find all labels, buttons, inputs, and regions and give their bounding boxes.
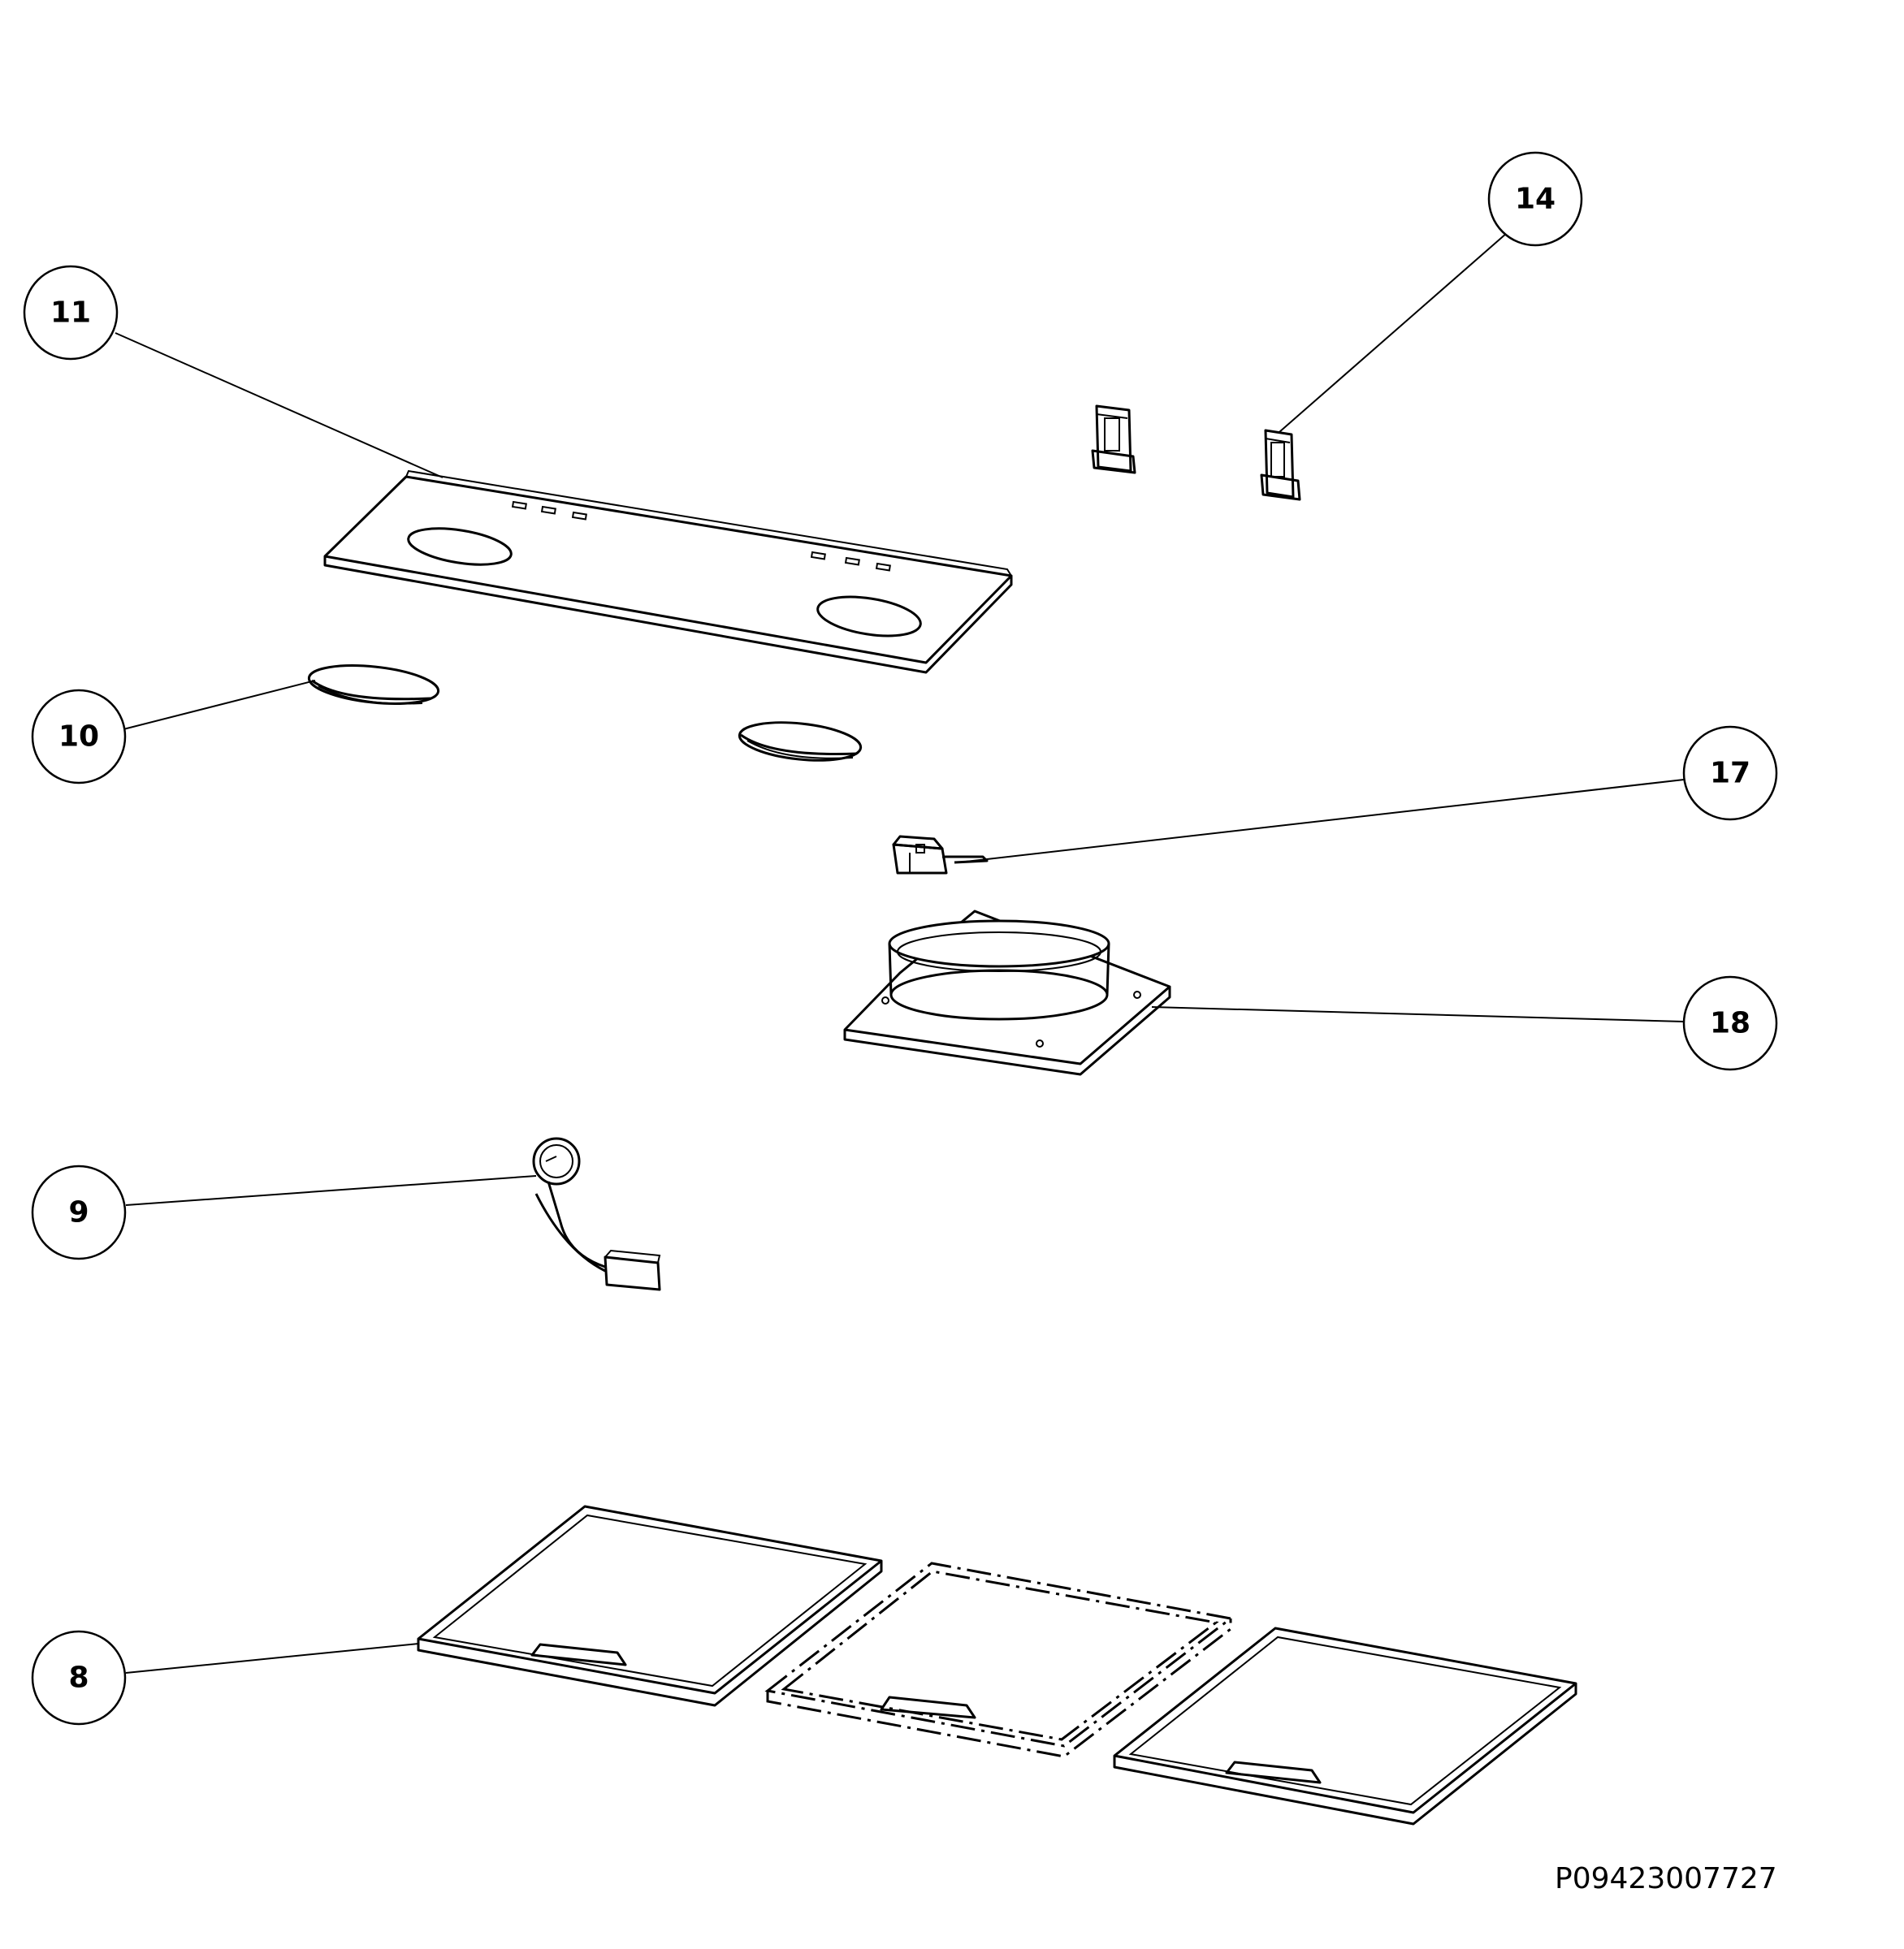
leader-line-17 [958, 779, 1685, 863]
callout-label-18: 18 [1710, 1007, 1750, 1040]
callout-18: 18 [1682, 975, 1778, 1071]
callout-label-10: 10 [58, 720, 99, 754]
filter-right [1113, 1627, 1577, 1826]
callout-14: 14 [1487, 151, 1583, 247]
part-10-rings [307, 664, 863, 762]
filter-left [417, 1505, 883, 1707]
leader-line-10 [123, 680, 316, 730]
part-8-filters [417, 1505, 1577, 1826]
callout-label-9: 9 [68, 1196, 89, 1229]
callout-10: 10 [31, 689, 127, 784]
callout-9: 9 [31, 1165, 127, 1260]
callout-label-11: 11 [50, 296, 91, 330]
callout-label-8: 8 [68, 1662, 89, 1695]
leader-line-14 [1279, 232, 1508, 433]
ring-right [738, 721, 863, 762]
callout-11: 11 [23, 265, 119, 361]
bracket-left [1091, 404, 1136, 474]
part-17-switch [892, 835, 989, 875]
leader-line-11 [115, 332, 444, 478]
callout-label-17: 17 [1710, 757, 1750, 790]
part-11-mounting-plate [323, 469, 1013, 674]
ring-left [307, 664, 440, 705]
document-code: P09423007727 [1555, 1862, 1777, 1895]
part-9-lamp-cable [532, 1137, 661, 1291]
leader-line-8 [125, 1643, 419, 1674]
leader-lines [115, 232, 1685, 1674]
callout-8: 8 [31, 1630, 127, 1726]
bracket-right [1260, 429, 1301, 501]
part-14-brackets [1091, 404, 1301, 501]
part-18-collar-plate [843, 910, 1171, 1076]
filter-middle [764, 1562, 1234, 1758]
leader-line-9 [125, 1175, 537, 1206]
callout-label-14: 14 [1515, 183, 1556, 216]
callout-17: 17 [1682, 725, 1778, 821]
leader-line-18 [1151, 1006, 1685, 1022]
